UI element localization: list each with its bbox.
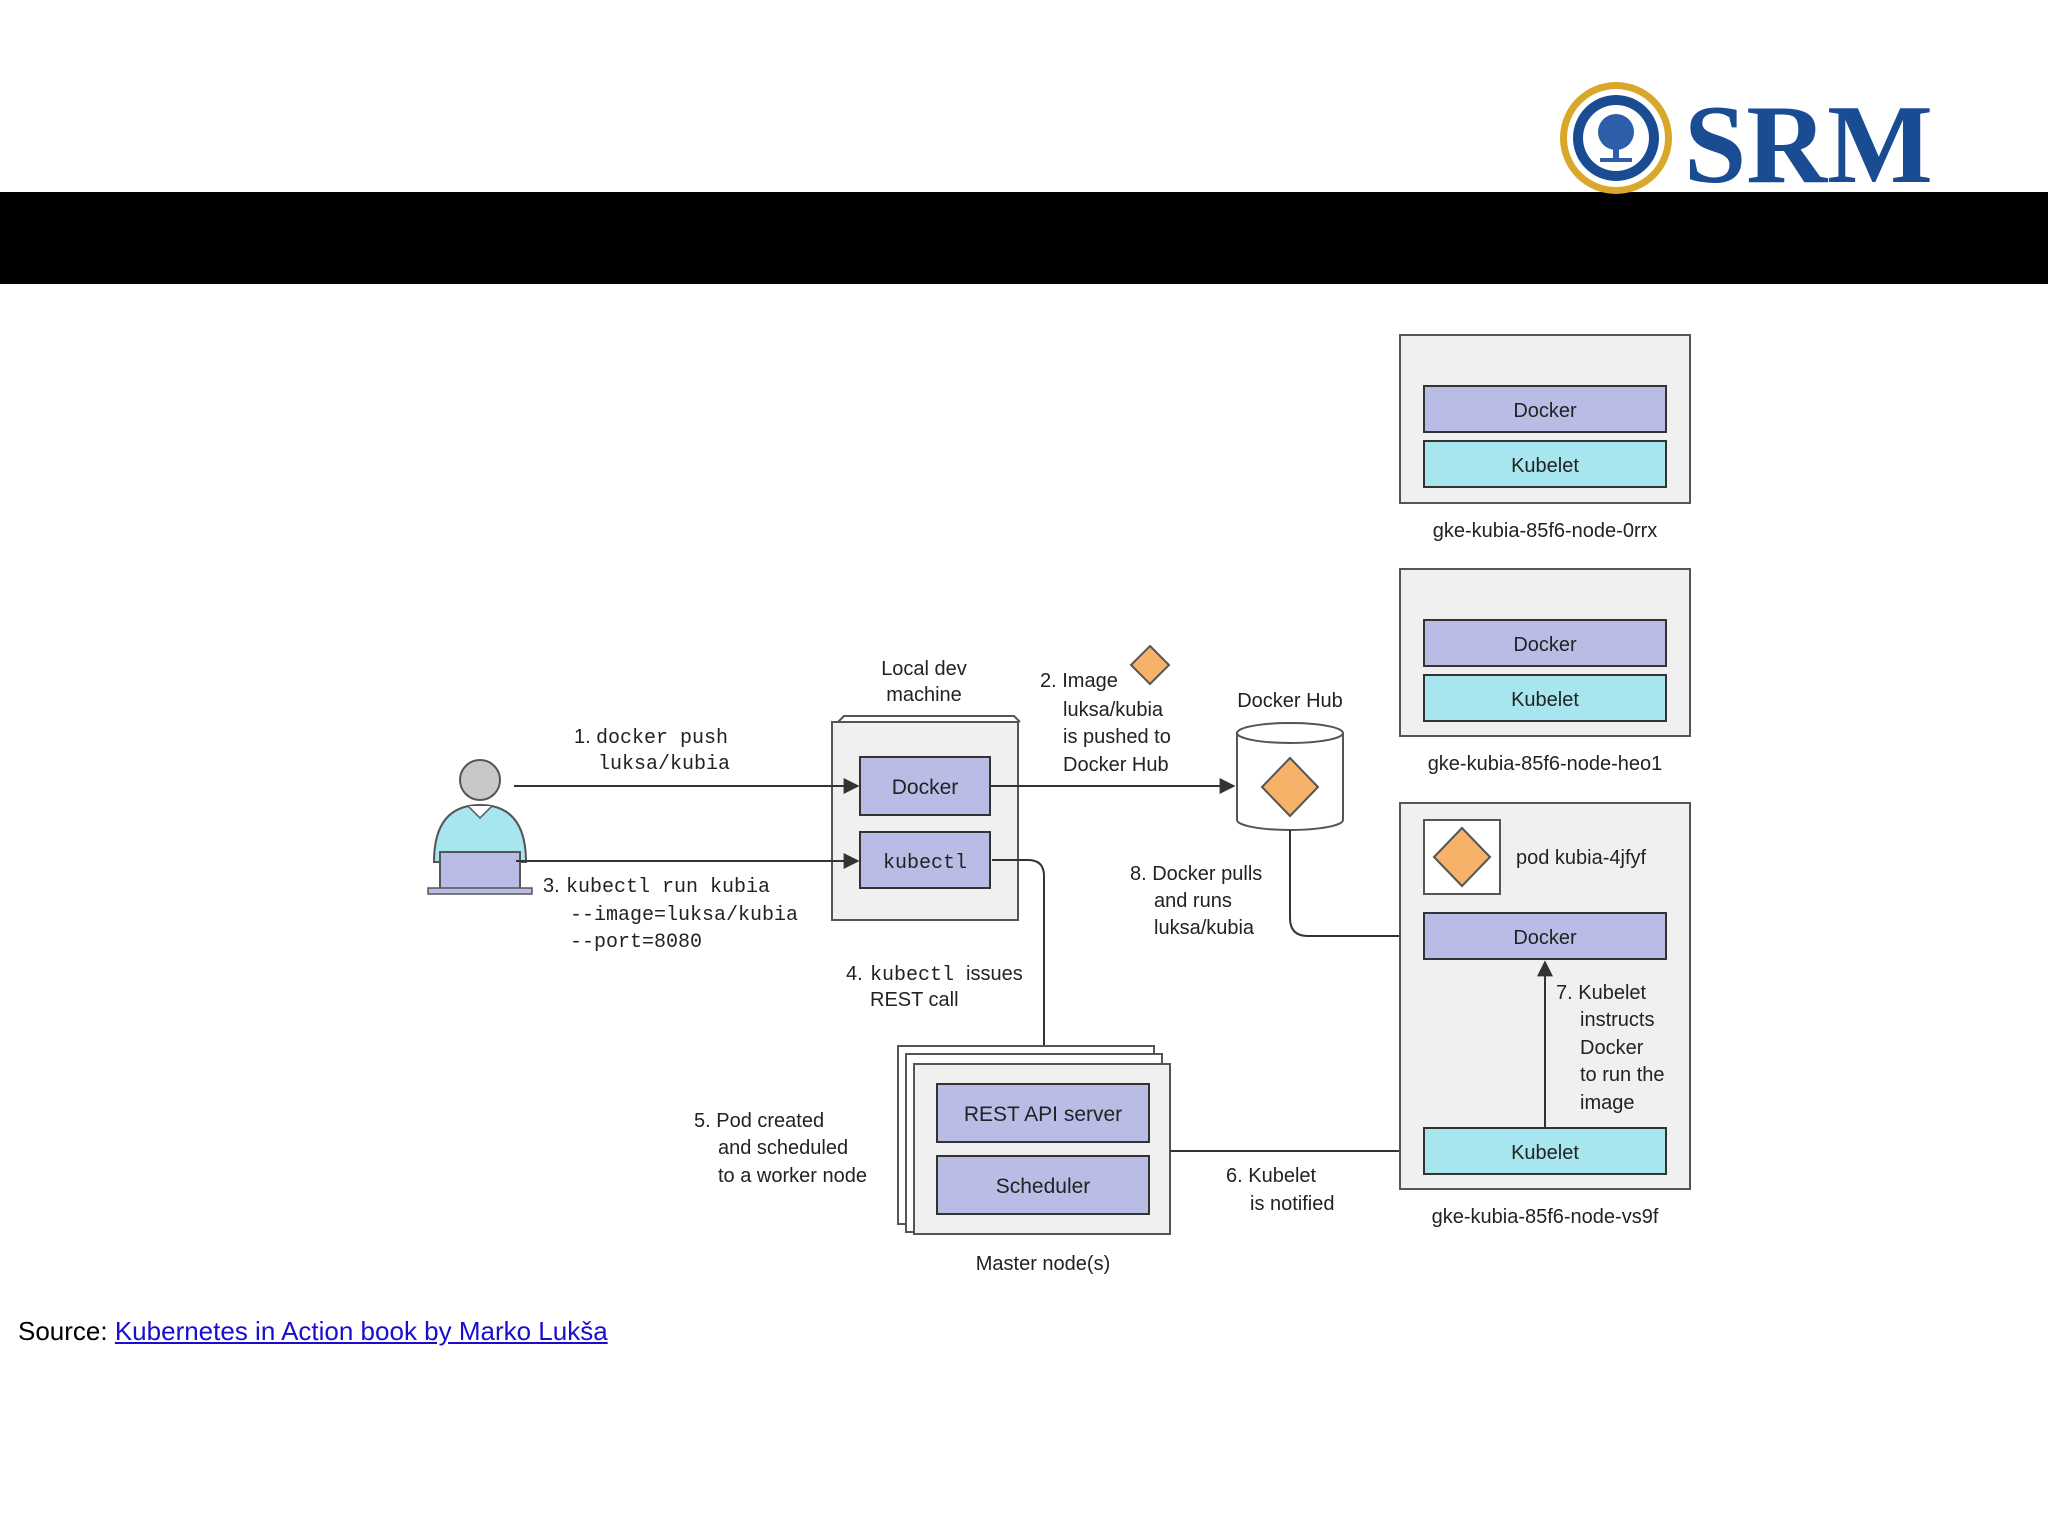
hub-image-diamond-icon [1260, 756, 1320, 818]
local-dev-title-line1: Local dev [881, 658, 967, 680]
step7-line5: image [1580, 1092, 1634, 1114]
step7-line4: to run the [1580, 1064, 1665, 1086]
step3-line2: --image=luksa/kubia [570, 904, 798, 927]
source-link[interactable]: Kubernetes in Action book by Marko Lukša [114, 1316, 608, 1346]
node-vs9f-kubelet-label: Kubelet [1511, 1142, 1579, 1164]
node-0rrx-docker-label: Docker [1513, 400, 1577, 422]
node-vs9f: pod kubia-4jfyf Docker Kubelet 7. Kubele… [1399, 802, 1691, 1228]
title-bar [0, 192, 2048, 284]
step2-line4: Docker Hub [1063, 754, 1169, 776]
step4-num: 4. [846, 963, 863, 985]
node-heo1-docker-box [1423, 619, 1667, 667]
node-0rrx-title: gke-kubia-85f6-node-0rrx [1433, 520, 1658, 542]
source-label: Source: [18, 1316, 108, 1346]
step1-command-line2: luksa/kubia [598, 753, 730, 776]
node-vs9f-docker-label: Docker [1513, 927, 1577, 949]
image-diamond-icon [1129, 644, 1171, 686]
node-heo1-kubelet-label: Kubelet [1511, 689, 1579, 711]
local-docker-box [859, 756, 991, 816]
user-icon [427, 759, 533, 895]
node-vs9f-docker-box [1423, 912, 1667, 960]
local-docker-label: Docker [892, 776, 959, 799]
local-dev-title-line2: machine [886, 684, 962, 706]
step4-mono: kubectl [870, 964, 954, 987]
kubernetes-flow-diagram: Local dev machine Docker kubectl 1. dock… [427, 334, 1691, 1275]
docker-hub-title: Docker Hub [1237, 690, 1343, 712]
node-0rrx: Docker Kubelet gke-kubia-85f6-node-0rrx [1399, 334, 1691, 542]
pod-diamond-icon [1432, 826, 1492, 888]
step2-line3: is pushed to [1063, 726, 1171, 748]
step7-line2: instructs [1580, 1009, 1654, 1031]
step8-line2: and runs [1154, 890, 1232, 912]
rest-api-box [936, 1083, 1150, 1143]
step6-line1: 6. Kubelet [1226, 1165, 1317, 1187]
local-dev-machine: Local dev machine Docker kubectl [831, 658, 1021, 921]
step7-line3: Docker [1580, 1037, 1644, 1059]
step1-label: 1. [574, 726, 591, 748]
kubectl-label: kubectl [883, 852, 967, 875]
step3-line1: kubectl run kubia [566, 876, 770, 899]
step5-line2: and scheduled [718, 1137, 848, 1159]
scheduler-label: Scheduler [996, 1175, 1091, 1198]
master-title: Master node(s) [976, 1253, 1111, 1275]
rest-api-label: REST API server [964, 1103, 1122, 1126]
arrow-hub-to-node-docker [1289, 830, 1424, 944]
srm-logo: SRM [1560, 82, 1933, 194]
step5-line1: 5. Pod created [694, 1110, 824, 1132]
step2-line2: luksa/kubia [1063, 699, 1164, 721]
srm-seal-icon [1560, 82, 1672, 194]
docker-hub: Docker Hub [1236, 690, 1344, 831]
scheduler-box [936, 1155, 1150, 1215]
step4-line1: issues [966, 963, 1023, 985]
kubectl-box [859, 831, 991, 889]
pod-label: pod kubia-4jfyf [1516, 847, 1647, 869]
arrow-kubectl-to-api [992, 859, 1052, 1085]
node-heo1-kubelet-box [1423, 674, 1667, 722]
node-heo1-title: gke-kubia-85f6-node-heo1 [1428, 753, 1663, 775]
step2-line1: 2. Image [1040, 670, 1118, 692]
srm-wordmark: SRM [1684, 83, 1933, 194]
node-heo1-docker-label: Docker [1513, 634, 1577, 656]
step8-line3: luksa/kubia [1154, 917, 1255, 939]
node-0rrx-kubelet-box [1423, 440, 1667, 488]
step7-line1: 7. Kubelet [1556, 982, 1647, 1004]
node-vs9f-title: gke-kubia-85f6-node-vs9f [1432, 1206, 1659, 1228]
step3-num: 3. [543, 875, 560, 897]
step6-line2: is notified [1250, 1193, 1335, 1215]
step5-line3: to a worker node [718, 1165, 867, 1187]
source-citation: Source: Kubernetes in Action book by Mar… [18, 1316, 608, 1347]
node-vs9f-kubelet-box [1423, 1127, 1667, 1175]
node-0rrx-kubelet-label: Kubelet [1511, 455, 1579, 477]
master-node: REST API server Scheduler Master node(s) [897, 1045, 1171, 1275]
node-heo1: Docker Kubelet gke-kubia-85f6-node-heo1 [1399, 568, 1691, 775]
step8-line1: 8. Docker pulls [1130, 863, 1262, 885]
node-0rrx-docker-box [1423, 385, 1667, 433]
step1-command-line1: docker push [596, 727, 728, 750]
step4-line2: REST call [870, 989, 959, 1011]
step3-line3: --port=8080 [570, 931, 702, 954]
